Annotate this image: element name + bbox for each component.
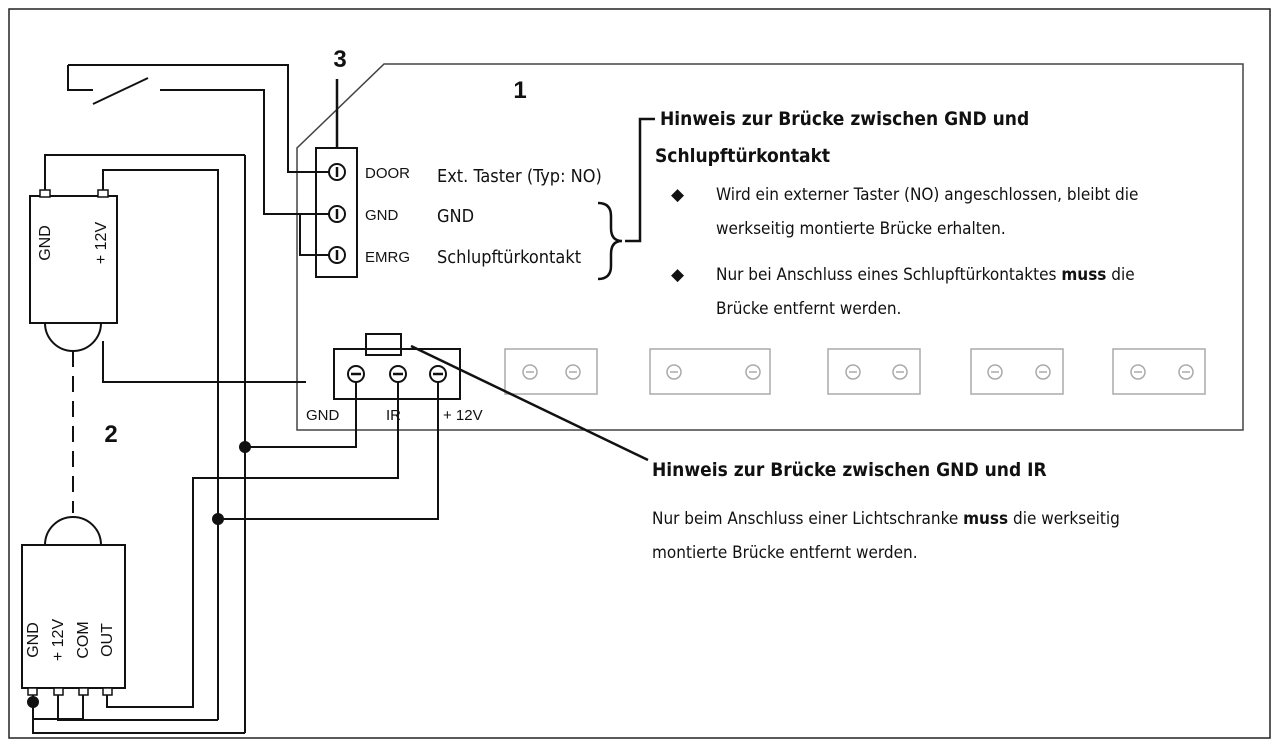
bridge-gnd-ir [365, 333, 402, 356]
note-wicket-bullet2-line2: Brücke entfernt werden. [716, 299, 901, 319]
note-wicket-bullet1-line2: werkseitig montierte Brücke erhalten. [716, 219, 1006, 239]
bullet-icon: ◆ [671, 265, 685, 284]
note-wicket-bridge: Hinweis zur Brücke zwischen GND und Schl… [655, 108, 1138, 319]
note-wicket-title-1: Hinweis zur Brücke zwischen GND und [660, 108, 1029, 130]
external-button-switch [67, 64, 329, 173]
receiver-pin-com: COM [75, 621, 92, 658]
note-ir-title: Hinweis zur Brücke zwischen GND und IR [652, 459, 1047, 481]
leader-wicket-note [625, 117, 655, 243]
note-ir-line2: montierte Brücke entfernt werden. [652, 543, 918, 563]
ir-terminal-label-12v: + 12V [443, 407, 483, 424]
receiver-pin-out: OUT [99, 623, 116, 657]
terminal-label-door: DOOR [365, 165, 410, 182]
photocell-transmitter: GND + 12V [29, 189, 118, 352]
note-ir-line1: Nur beim Anschluss einer Lichtschranke m… [652, 509, 1120, 529]
terminal-label-emrg: EMRG [365, 249, 410, 266]
receiver-pin-12v: + 12V [50, 619, 67, 662]
brace-gnd-emrg [597, 201, 623, 281]
leader-ir-note [410, 344, 649, 462]
label-photocell-number: 2 [104, 421, 117, 448]
ir-terminal-label-gnd: GND [306, 407, 340, 424]
door-terminal-block [299, 147, 358, 278]
label-controller-number: 1 [513, 77, 526, 104]
unused-terminal-blocks [504, 348, 1206, 395]
note-wicket-title-2: Schlupftürkontakt [655, 145, 830, 167]
terminal-label-gnd: GND [365, 207, 399, 224]
label-door-block-number: 3 [333, 46, 346, 73]
function-label-gnd: GND [437, 206, 474, 227]
wiring [32, 154, 439, 734]
photocell-receiver: GND + 12V COM OUT [21, 516, 126, 696]
note-wicket-bullet1-line1: Wird ein externer Taster (NO) angeschlos… [716, 185, 1138, 205]
function-label-door: Ext. Taster (Typ: NO) [437, 166, 602, 187]
note-ir-bridge: Hinweis zur Brücke zwischen GND und IR N… [652, 459, 1120, 563]
transmitter-pin-12v: + 12V [93, 222, 110, 265]
wire-switch-gnd [160, 89, 329, 215]
outer-frame [8, 8, 1271, 739]
controller-board-outline [296, 63, 1244, 431]
function-label-emrg: Schlupftürkontakt [437, 247, 581, 268]
receiver-pin-gnd: GND [25, 622, 42, 658]
bullet-icon: ◆ [671, 185, 685, 204]
wire-junctions [27, 441, 251, 708]
transmitter-pin-gnd: GND [37, 225, 54, 261]
note-wicket-bullet2-line1: Nur bei Anschluss eines Schlupftürkontak… [716, 265, 1135, 285]
